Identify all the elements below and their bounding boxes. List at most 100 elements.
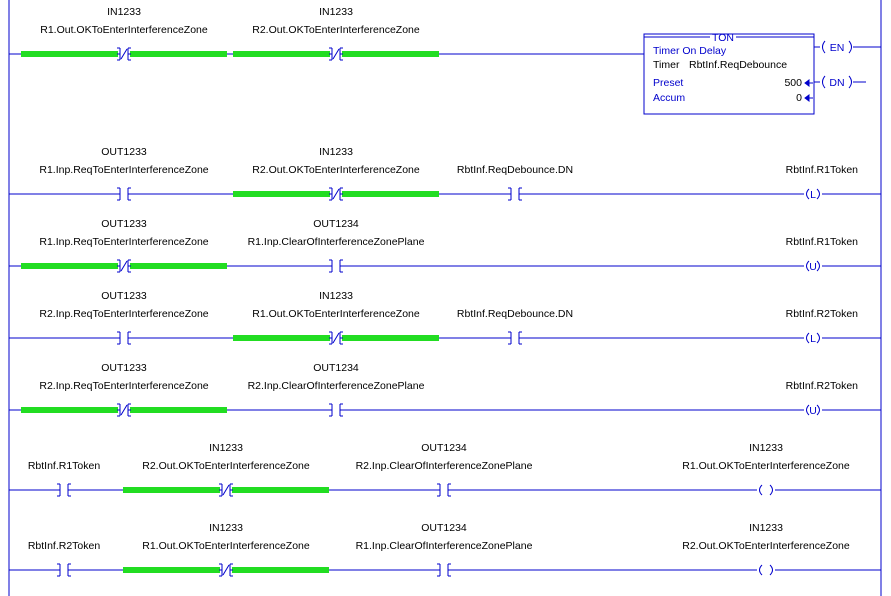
contact-gap — [58, 563, 70, 577]
ton-en-label: EN — [830, 42, 845, 54]
contact-bracket-icon — [117, 259, 131, 273]
contact-tag[interactable]: R2.Inp.ClearOfInterferenceZonePlane — [248, 380, 425, 392]
output-coil-otl[interactable]: L RbtInf.R1Token — [786, 164, 859, 201]
rung-7: RbtInf.R2Token IN1233R1.Out.OKToEnterInte… — [9, 522, 881, 577]
xic-contact[interactable]: OUT1234R1.Inp.ClearOfInterferenceZonePla… — [248, 218, 425, 273]
contact-bracket-icon — [437, 483, 451, 497]
xic-contact[interactable]: OUT1234R2.Inp.ClearOfInterferenceZonePla… — [248, 362, 425, 417]
contact-bracket-icon — [329, 331, 343, 345]
energized-highlight-right — [232, 487, 329, 493]
coil-bracket-icon — [759, 564, 773, 576]
contact-alias: IN1233 — [107, 6, 141, 18]
contact-tag[interactable]: R2.Inp.ReqToEnterInterferenceZone — [39, 380, 208, 392]
contact-bracket-icon — [329, 47, 343, 61]
energized-highlight-right — [342, 335, 439, 341]
contact-slash-icon — [120, 404, 128, 416]
contact-gap — [438, 563, 450, 577]
contact-alias: OUT1233 — [101, 362, 147, 374]
contact-gap — [509, 187, 521, 201]
contact-slash-icon — [332, 332, 340, 344]
energized-highlight-left — [21, 407, 118, 413]
contact-tag[interactable]: R1.Out.OKToEnterInterferenceZone — [40, 24, 208, 36]
contact-tag[interactable]: R2.Inp.ReqToEnterInterferenceZone — [39, 308, 208, 320]
coil-gap — [757, 483, 775, 497]
contact-tag[interactable]: R1.Inp.ReqToEnterInterferenceZone — [39, 164, 208, 176]
contact-bracket-icon — [329, 403, 343, 417]
coil-symbol: U — [809, 405, 817, 417]
contact-alias: IN1233 — [319, 290, 353, 302]
ton-preset-value[interactable]: 500 — [784, 77, 802, 89]
contact-slash-icon — [222, 484, 230, 496]
xic-contact[interactable]: OUT1234R2.Inp.ClearOfInterferenceZonePla… — [356, 442, 533, 497]
rungs: IN1233R1.Out.OKToEnterInterferenceZoneIN… — [9, 6, 881, 577]
contact-tag[interactable]: R1.Inp.ReqToEnterInterferenceZone — [39, 236, 208, 248]
contact-bracket-icon — [117, 403, 131, 417]
contact-bracket-icon — [219, 483, 233, 497]
contact-alias: IN1233 — [319, 6, 353, 18]
contact-tag[interactable]: R1.Inp.ClearOfInterferenceZonePlane — [248, 236, 425, 248]
contact-tag[interactable]: R2.Out.OKToEnterInterferenceZone — [252, 164, 420, 176]
contact-slash-icon — [120, 48, 128, 60]
ton-timer-block[interactable]: TON Timer On Delay Timer RbtInf.ReqDebou… — [643, 32, 881, 115]
coil-tag[interactable]: RbtInf.R1Token — [786, 236, 859, 248]
contact-alias: OUT1233 — [101, 290, 147, 302]
contact-tag[interactable]: R2.Out.OKToEnterInterferenceZone — [252, 24, 420, 36]
contact-tag[interactable]: R1.Inp.ClearOfInterferenceZonePlane — [356, 540, 533, 552]
coil-tag[interactable]: RbtInf.R2Token — [786, 308, 859, 320]
ton-timer-tag[interactable]: RbtInf.ReqDebounce — [689, 59, 787, 71]
contact-tag[interactable]: RbtInf.R2Token — [28, 540, 101, 552]
energized-highlight-left — [21, 263, 118, 269]
contact-slash-icon — [222, 564, 230, 576]
xic-contact[interactable]: RbtInf.ReqDebounce.DN — [457, 308, 573, 345]
rung-6: RbtInf.R1Token IN1233R2.Out.OKToEnterInte… — [9, 442, 881, 497]
xic-contact[interactable]: RbtInf.R2Token — [28, 540, 101, 577]
ton-en-bracket-icon — [822, 40, 852, 54]
contact-gap — [438, 483, 450, 497]
contact-bracket-icon — [437, 563, 451, 577]
ton-accum-value[interactable]: 0 — [796, 92, 802, 104]
contact-tag[interactable]: R1.Out.OKToEnterInterferenceZone — [142, 540, 310, 552]
xic-contact[interactable]: OUT1234R1.Inp.ClearOfInterferenceZonePla… — [356, 522, 533, 577]
contact-tag[interactable]: R1.Out.OKToEnterInterferenceZone — [252, 308, 420, 320]
contact-bracket-icon — [117, 331, 131, 345]
coil-bracket-icon — [806, 404, 820, 416]
coil-symbol: L — [810, 189, 816, 201]
contact-tag[interactable]: RbtInf.ReqDebounce.DN — [457, 164, 573, 176]
contact-alias: OUT1234 — [421, 522, 467, 534]
contact-tag[interactable]: R2.Inp.ClearOfInterferenceZonePlane — [356, 460, 533, 472]
contact-tag[interactable]: R2.Out.OKToEnterInterferenceZone — [142, 460, 310, 472]
contact-bracket-icon — [219, 563, 233, 577]
coil-gap — [804, 331, 822, 345]
ton-title: TON — [712, 32, 734, 44]
contact-tag[interactable]: RbtInf.R1Token — [28, 460, 101, 472]
coil-tag[interactable]: R2.Out.OKToEnterInterferenceZone — [682, 540, 850, 552]
ton-preset-label: Preset — [653, 77, 683, 89]
output-coil-otu[interactable]: U RbtInf.R2Token — [786, 380, 859, 417]
coil-gap — [757, 563, 775, 577]
xic-contact[interactable]: RbtInf.ReqDebounce.DN — [457, 164, 573, 201]
xic-contact[interactable]: RbtInf.R1Token — [28, 460, 101, 497]
coil-bracket-icon — [806, 332, 820, 344]
contact-bracket-icon — [508, 187, 522, 201]
contact-alias: OUT1234 — [313, 218, 359, 230]
coil-tag[interactable]: RbtInf.R1Token — [786, 164, 859, 176]
coil-tag[interactable]: RbtInf.R2Token — [786, 380, 859, 392]
contact-alias: OUT1233 — [101, 218, 147, 230]
contact-tag[interactable]: RbtInf.ReqDebounce.DN — [457, 308, 573, 320]
coil-tag[interactable]: R1.Out.OKToEnterInterferenceZone — [682, 460, 850, 472]
